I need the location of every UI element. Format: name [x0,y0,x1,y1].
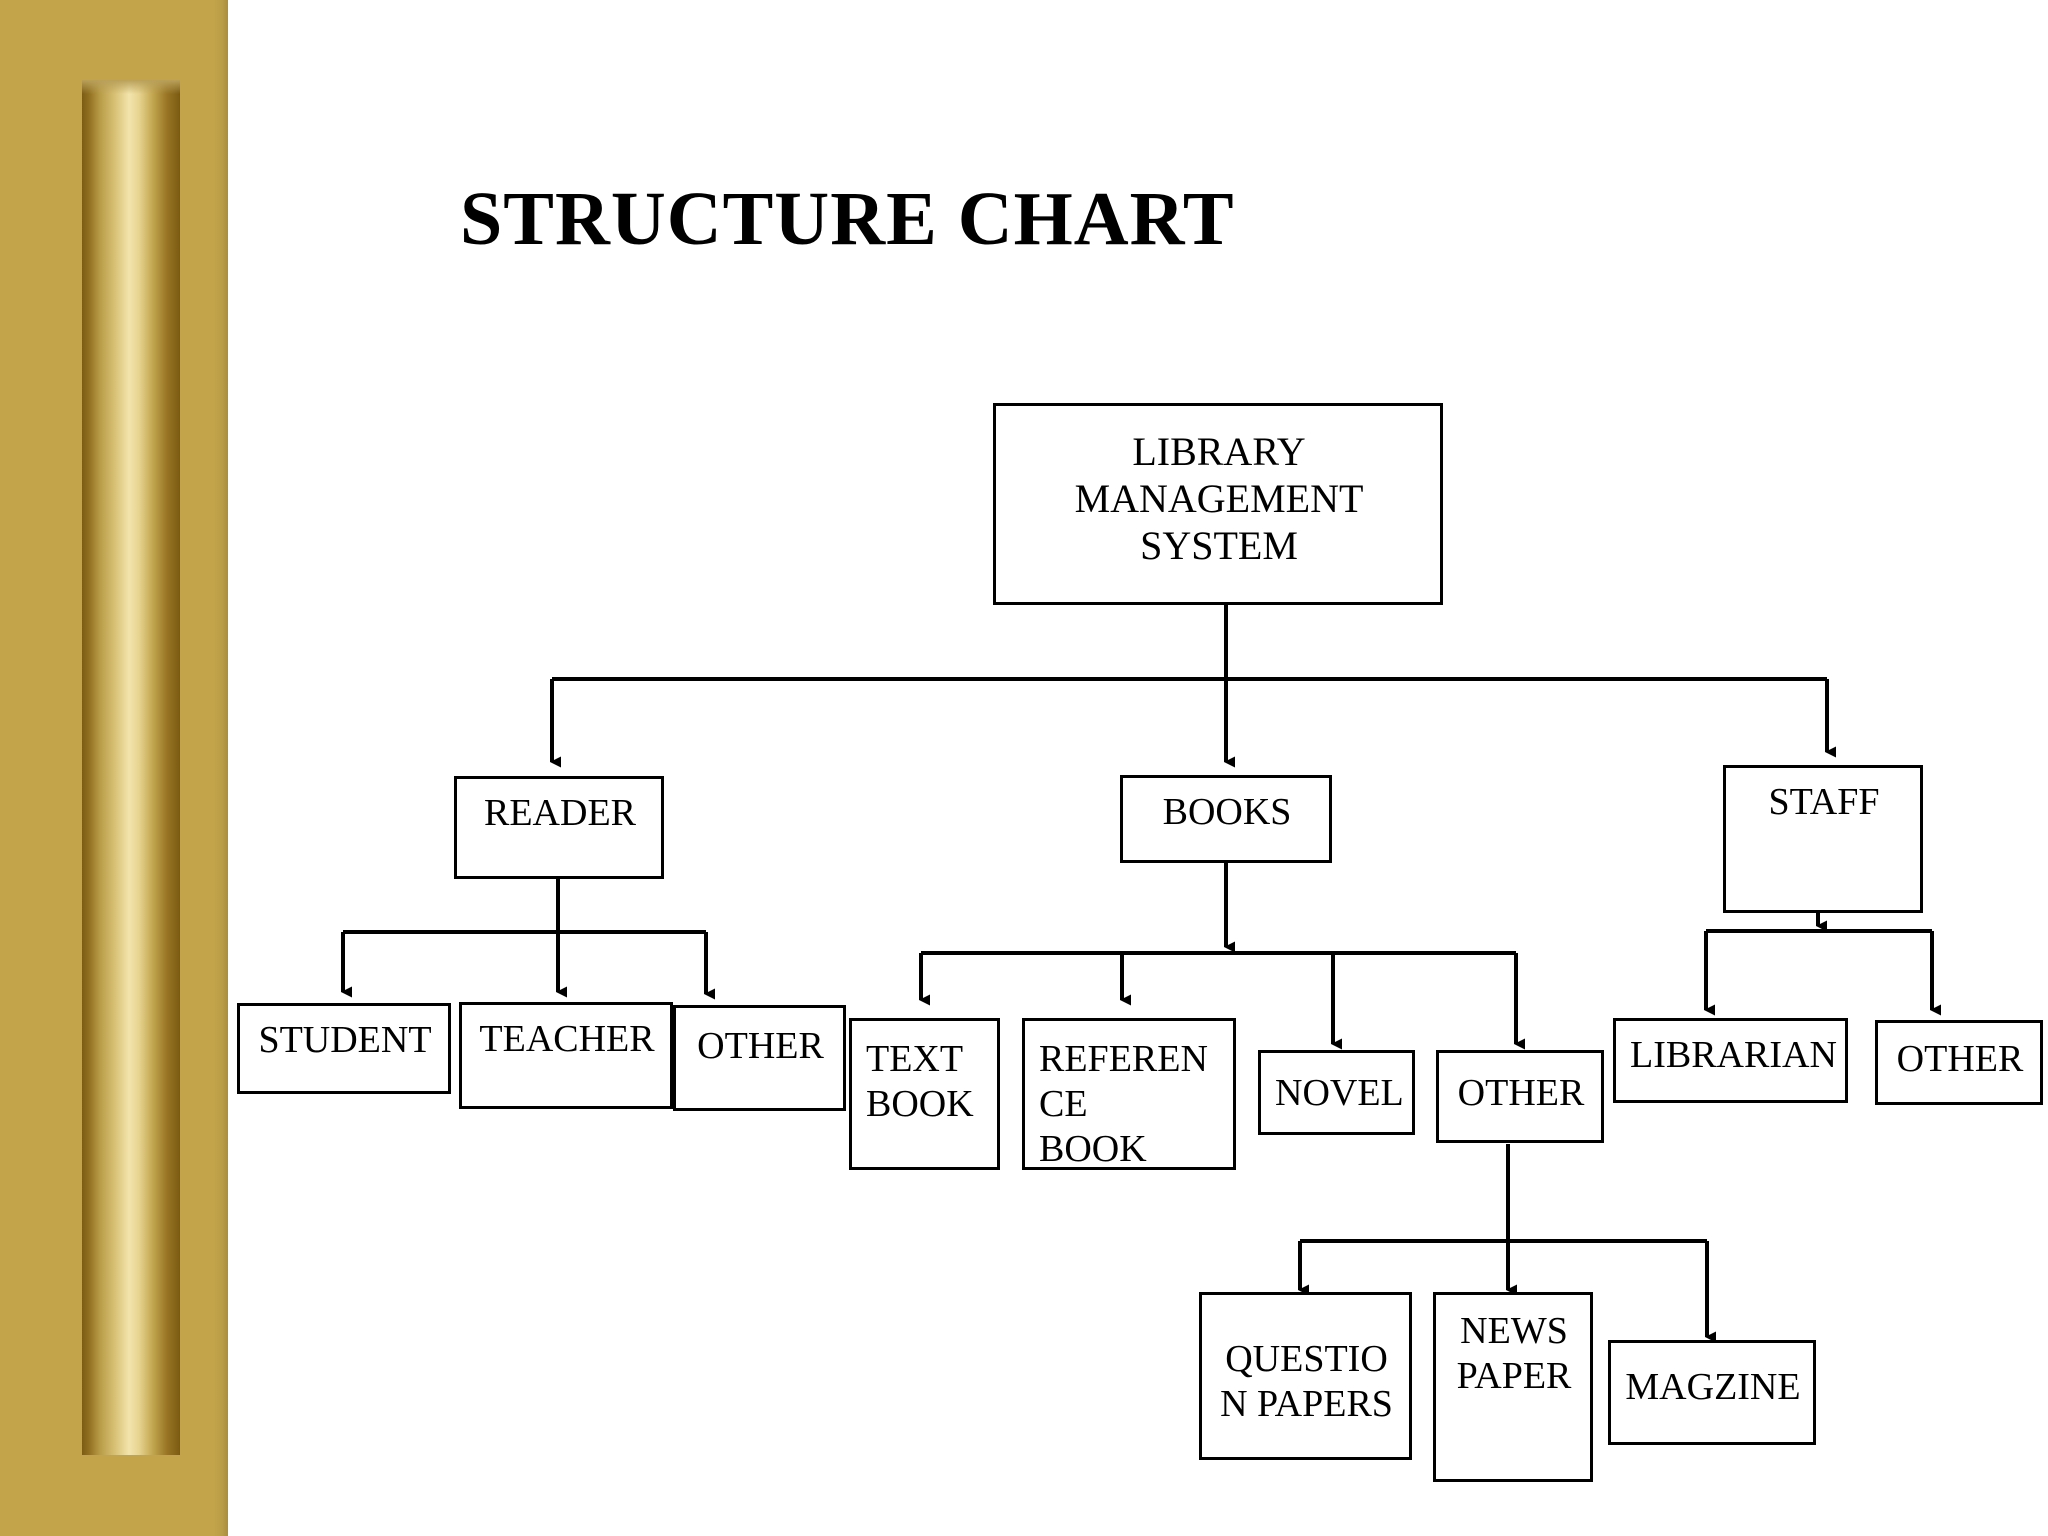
node-librarian[interactable]: LIBRARIAN [1613,1018,1848,1103]
edge-group-root [550,604,1836,768]
node-novel[interactable]: NOVEL [1258,1050,1415,1135]
node-reader[interactable]: READER [454,776,664,879]
node-reader-other[interactable]: OTHER [673,1005,846,1111]
node-student[interactable]: STUDENT [237,1003,451,1094]
node-library-management-system[interactable]: LIBRARY MANAGEMENT SYSTEM [993,403,1443,605]
node-reference-book[interactable]: REFEREN CE BOOK [1022,1018,1236,1170]
page-title: STRUCTURE CHART [460,177,1235,261]
edge-group-books [919,862,1525,1050]
node-text-book[interactable]: TEXT BOOK [849,1018,1000,1170]
gold-column-highlight [82,80,180,94]
node-staff[interactable]: STAFF [1723,765,1923,913]
node-books[interactable]: BOOKS [1120,775,1332,863]
node-staff-other[interactable]: OTHER [1875,1020,2043,1105]
edge-group-staff [1704,912,1941,1016]
node-books-other[interactable]: OTHER [1436,1050,1604,1143]
node-news-paper[interactable]: NEWS PAPER [1433,1292,1593,1482]
node-question-papers[interactable]: QUESTIO N PAPERS [1199,1292,1412,1460]
edge-group-books-other [1298,1144,1716,1343]
gold-gradient-column [82,80,180,1455]
node-teacher[interactable]: TEACHER [459,1002,673,1109]
band-right-edge [214,0,228,1536]
left-decorative-band [0,0,228,1536]
edge-group-reader [341,878,715,1000]
node-magzine[interactable]: MAGZINE [1608,1340,1816,1445]
